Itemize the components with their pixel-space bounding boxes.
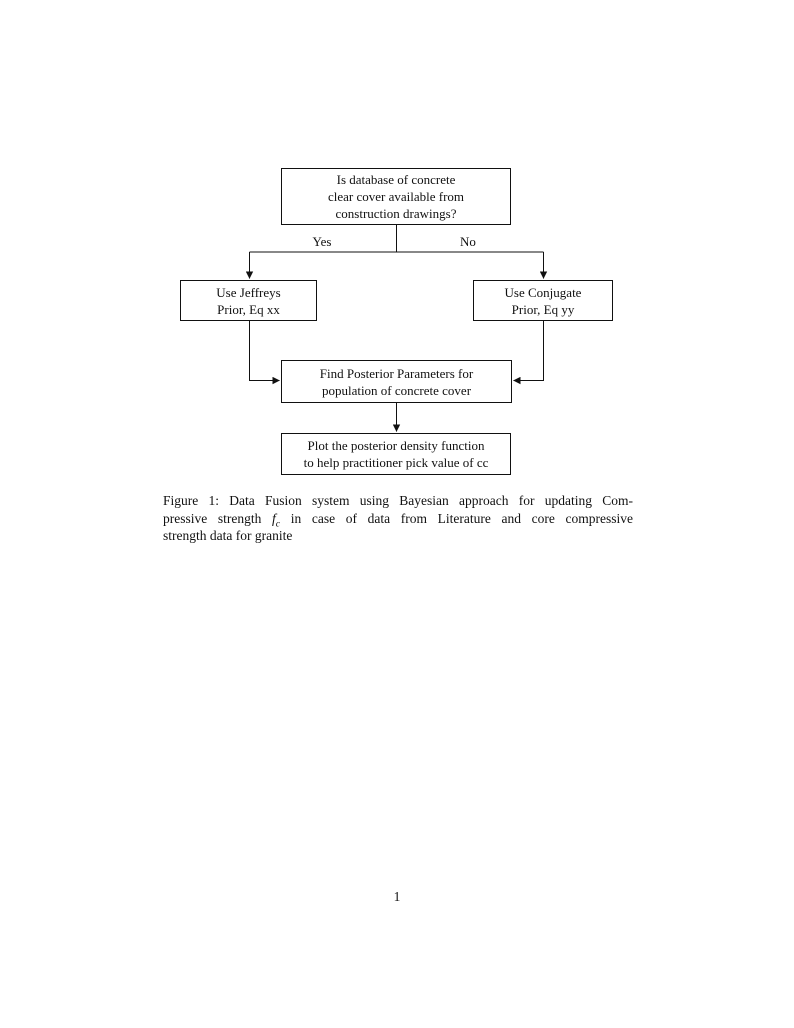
node-plot-density-box: Plot the posterior density function to h… <box>281 433 511 475</box>
node-posterior-parameters-box: Find Posterior Parameters for population… <box>281 360 512 403</box>
connector-jeffreys-to-posterior-arrow <box>249 321 280 385</box>
caption-line-2: pressive strength fc in case of data fro… <box>163 510 633 530</box>
math-fc-subscript: c <box>275 518 281 530</box>
caption-line2-pre: pressive strength <box>163 510 273 526</box>
node-question-box: Is database of concrete clear cover avai… <box>281 168 511 225</box>
caption-line2-post: in case of data from Literature and core… <box>280 510 633 526</box>
node-jeffreys-prior-box: Use Jeffreys Prior, Eq xx <box>180 280 317 321</box>
caption-line-3: strength data for granite <box>163 528 293 543</box>
node-conjugate-prior-box: Use Conjugate Prior, Eq yy <box>473 280 613 321</box>
figure-caption: Figure 1: Data Fusion system using Bayes… <box>163 492 633 545</box>
connector-conjugate-to-posterior-arrow <box>513 321 544 385</box>
math-fc-variable: f <box>272 510 276 526</box>
caption-line-1: Figure 1: Data Fusion system using Bayes… <box>163 493 633 508</box>
branch-label-no: No <box>460 234 476 249</box>
page-number: 1 <box>393 889 401 904</box>
branch-label-yes: Yes <box>312 234 332 249</box>
